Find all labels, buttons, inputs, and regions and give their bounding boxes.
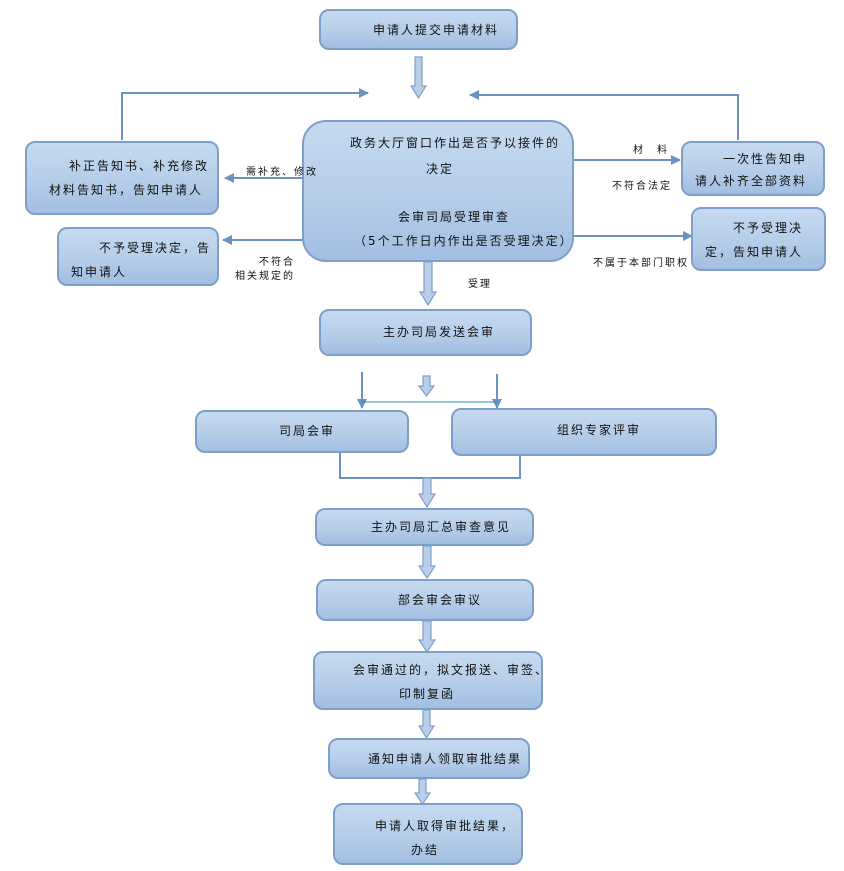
edge-label-not-compliant: 不符合 [259, 257, 295, 268]
merge-line [339, 453, 521, 479]
node-text: 决定 [426, 162, 455, 176]
node-text: 部会审会审议 [398, 593, 483, 607]
node-ministry-meeting: 部会审会审议 [316, 579, 534, 621]
node-correction-notice: 补正告知书、补充修改 材料告知书，告知申请人 [25, 141, 219, 215]
node-expert-review: 组织专家评审 [451, 408, 717, 456]
block-arrow [417, 545, 437, 580]
node-send-review: 主办司局发送会审 [319, 309, 532, 356]
node-text: 主办司局发送会审 [383, 325, 496, 339]
node-text: 司局会审 [279, 424, 336, 438]
feedback-line-right [469, 90, 739, 140]
node-window-decision: 政务大厅窗口作出是否予以接件的 决定 会审司局受理审查 （5个工作日内作出是否受… [302, 120, 574, 262]
node-text: 组织专家评审 [557, 423, 642, 437]
node-text: 政务大厅窗口作出是否予以接件的 [350, 136, 561, 150]
edge-label-materials: 材 料 [633, 145, 669, 156]
node-text: 印制复函 [399, 687, 456, 701]
node-summarize: 主办司局汇总审查意见 [315, 508, 534, 546]
node-dept-review: 司局会审 [195, 410, 409, 453]
node-text: 不予受理决定，告 [99, 241, 212, 255]
node-reject-left: 不予受理决定，告 知申请人 [57, 227, 219, 286]
block-arrow [409, 56, 428, 100]
node-text: 主办司局汇总审查意见 [371, 520, 512, 534]
node-text: 办结 [411, 843, 440, 857]
node-text: 材料告知书，告知申请人 [49, 183, 204, 197]
node-text: 会审通过的，拟文报送、审签、 [353, 663, 550, 677]
block-arrows [409, 56, 438, 806]
node-text: 知申请人 [71, 265, 128, 279]
node-text: 一次性告知申 [723, 152, 808, 166]
feedback-line-left [121, 88, 369, 140]
edge-label-not-compliant: 相关规定的 [235, 271, 295, 282]
block-arrow [413, 778, 432, 806]
node-text: 会审司局受理审查 [398, 210, 511, 224]
block-arrow [418, 261, 438, 307]
node-text: 定，告知申请人 [705, 245, 804, 259]
block-arrow [417, 709, 436, 740]
node-text: 补正告知书、补充修改 [69, 159, 210, 173]
edge-label-not-legal: 不符合法定 [612, 181, 672, 192]
edge-label-not-in-scope: 不属于本部门职权 [593, 258, 689, 269]
node-text: 申请人取得审批结果， [375, 819, 516, 833]
block-arrow [417, 477, 437, 509]
node-notify-once: 一次性告知申 请人补齐全部资料 [681, 141, 825, 196]
edge-label-need-supplement: 需补充、修改 [246, 167, 318, 178]
node-text: 请人补齐全部资料 [695, 174, 808, 188]
node-submit-application: 申请人提交申请材料 [319, 9, 518, 50]
node-text: 申请人提交申请材料 [373, 23, 500, 37]
node-text: （5个工作日内作出是否受理决定） [354, 234, 574, 248]
node-approved: 会审通过的，拟文报送、审签、 印制复函 [313, 651, 547, 710]
node-notify-result: 通知申请人领取审批结果 [328, 738, 530, 779]
node-text: 通知申请人领取审批结果 [368, 752, 523, 766]
node-text: 不予受理决 [733, 221, 804, 235]
block-arrow [417, 375, 436, 397]
node-obtain-result: 申请人取得审批结果， 办结 [333, 803, 523, 865]
node-reject-right: 不予受理决 定，告知申请人 [691, 207, 826, 271]
edge-label-accepted: 受理 [468, 279, 492, 290]
block-arrow [417, 620, 437, 654]
